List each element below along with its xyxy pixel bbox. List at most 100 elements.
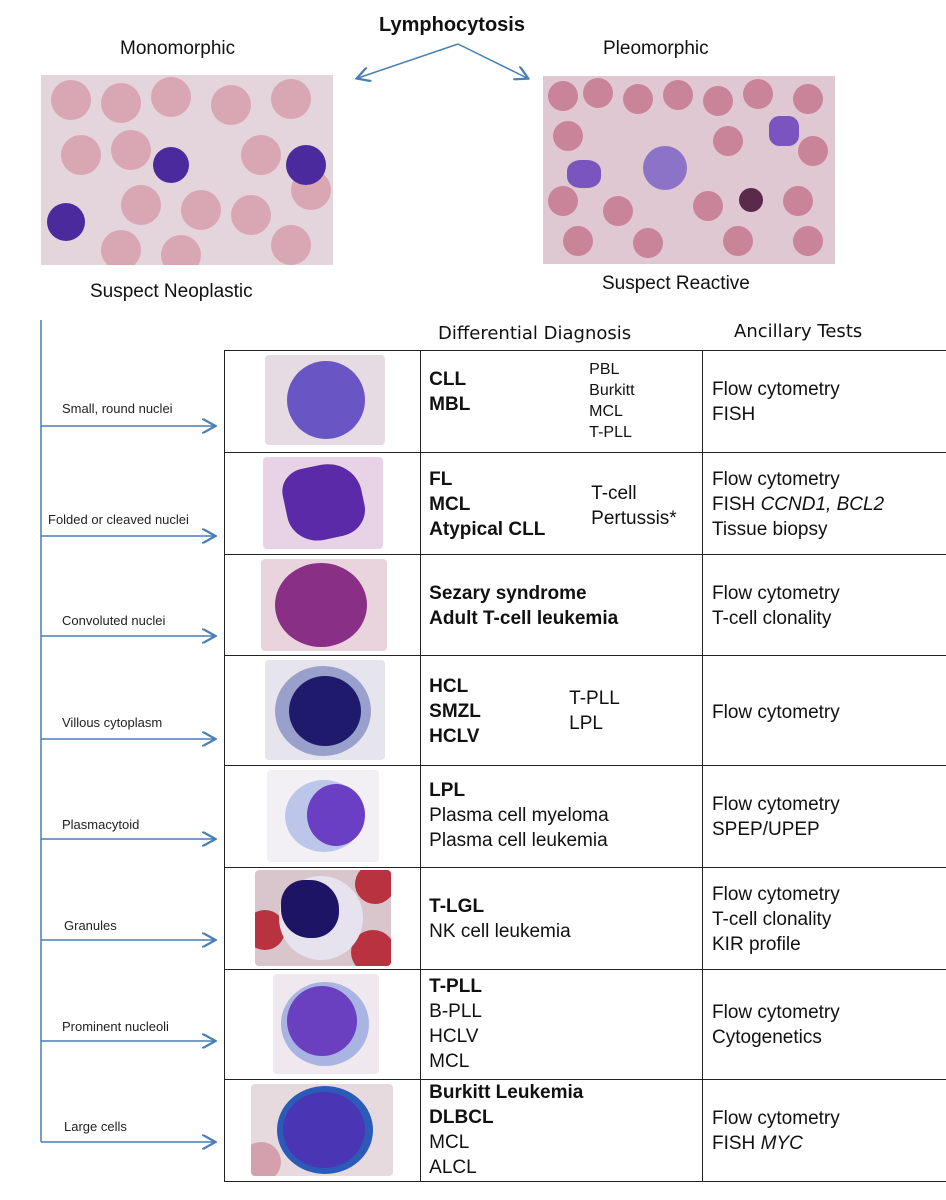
small-round-nuclei-cell-image bbox=[265, 355, 385, 445]
feature-label-folded-cleaved-nuclei: Folded or cleaved nuclei bbox=[48, 512, 189, 527]
branch-arrows bbox=[0, 43, 946, 120]
table-row: CLL MBL PBL Burkitt MCL T-PLL Flow cytom… bbox=[223, 350, 946, 453]
feature-label-small-round-nuclei: Small, round nuclei bbox=[62, 401, 173, 416]
ancillary-test: Flow cytometry bbox=[712, 794, 840, 815]
table-row: T-LGL NK cell leukemia Flow cytometry T-… bbox=[223, 867, 946, 970]
tests-cell: Flow cytometry bbox=[702, 655, 946, 766]
diagnosis-secondary: Plasma cell leukemia bbox=[429, 830, 608, 851]
diagnosis-alternate: T-cell bbox=[591, 483, 637, 504]
ancillary-test-prefix: FISH bbox=[712, 1133, 761, 1154]
diagnosis-cell: Sezary syndrome Adult T-cell leukemia bbox=[420, 554, 703, 656]
pleomorphic-caption: Suspect Reactive bbox=[602, 273, 750, 294]
ancillary-test: Flow cytometry bbox=[712, 1002, 840, 1023]
diagnosis-primary: HCLV bbox=[429, 726, 480, 747]
cell-image-cell bbox=[223, 1079, 422, 1182]
ancillary-test-fish: FISH CCND1, BCL2 bbox=[712, 492, 884, 517]
ancillary-test: FISH bbox=[712, 404, 756, 425]
tests-cell: Flow cytometry FISH bbox=[702, 350, 946, 453]
tests-cell: Flow cytometry FISH MYC bbox=[702, 1079, 946, 1182]
table-row: Burkitt Leukemia DLBCL MCL ALCL Flow cyt… bbox=[223, 1079, 946, 1182]
ancillary-test: KIR profile bbox=[712, 934, 801, 955]
diagnosis-primary: Burkitt Leukemia bbox=[429, 1082, 584, 1103]
ancillary-test: Flow cytometry bbox=[712, 1108, 840, 1129]
feature-label-convoluted-nuclei: Convoluted nuclei bbox=[62, 613, 166, 628]
pleomorphic-label: Pleomorphic bbox=[603, 38, 709, 59]
diagnosis-cell: T-LGL NK cell leukemia bbox=[420, 867, 703, 970]
ancillary-test: T-cell clonality bbox=[712, 608, 832, 629]
diagnosis-alternate: LPL bbox=[569, 713, 603, 734]
table-row: T-PLL B-PLL HCLV MCL Flow cytometry Cyto… bbox=[223, 969, 946, 1080]
diagnosis-secondary: HCLV bbox=[429, 1026, 479, 1047]
tests-cell: Flow cytometry T-cell clonality KIR prof… bbox=[702, 867, 946, 970]
ancillary-test-fish: FISH MYC bbox=[712, 1131, 840, 1156]
cell-image-cell bbox=[223, 655, 422, 766]
header-ancillary-tests: Ancillary Tests bbox=[734, 321, 863, 342]
diagnosis-alternate: T-PLL bbox=[569, 688, 620, 709]
ancillary-test-gene: CCND1, BCL2 bbox=[760, 494, 885, 515]
monomorphic-label: Monomorphic bbox=[120, 38, 236, 59]
diagnosis-primary: DLBCL bbox=[429, 1107, 494, 1128]
cell-image-cell bbox=[223, 350, 422, 453]
diagnosis-primary: LPL bbox=[429, 780, 466, 801]
diagnosis-alternate: MCL bbox=[589, 403, 623, 420]
ancillary-test: T-cell clonality bbox=[712, 909, 832, 930]
header-differential-diagnosis: Differential Diagnosis bbox=[438, 323, 632, 344]
diagnosis-primary: T-LGL bbox=[429, 896, 485, 917]
diagnosis-primary: MCL bbox=[429, 494, 471, 515]
diagnosis-secondary: MCL bbox=[429, 1132, 470, 1153]
cell-image-cell bbox=[223, 452, 422, 555]
tests-cell: Flow cytometry Cytogenetics bbox=[702, 969, 946, 1080]
granules-cell-image bbox=[255, 870, 391, 966]
villous-cytoplasm-cell-image bbox=[265, 660, 385, 760]
page-title: Lymphocytosis bbox=[379, 14, 525, 36]
diagnosis-alternate: T-PLL bbox=[589, 424, 632, 441]
cell-image-cell bbox=[223, 554, 422, 656]
diagnosis-secondary: B-PLL bbox=[429, 1001, 482, 1022]
diagnosis-secondary: Plasma cell myeloma bbox=[429, 805, 609, 826]
diagnosis-cell: LPL Plasma cell myeloma Plasma cell leuk… bbox=[420, 765, 703, 868]
diagnosis-secondary: MCL bbox=[429, 1051, 470, 1072]
ancillary-test: Flow cytometry bbox=[712, 884, 840, 905]
diagnosis-primary: T-PLL bbox=[429, 976, 482, 997]
diagnosis-primary: CLL bbox=[429, 369, 467, 390]
convoluted-nuclei-cell-image bbox=[261, 559, 387, 651]
diagnosis-primary: Atypical CLL bbox=[429, 519, 546, 540]
diagnosis-primary: HCL bbox=[429, 676, 469, 697]
tests-cell: Flow cytometry FISH CCND1, BCL2 Tissue b… bbox=[702, 452, 946, 555]
folded-nuclei-cell-image bbox=[263, 457, 383, 549]
cell-image-cell bbox=[223, 867, 422, 970]
table-row: Sezary syndrome Adult T-cell leukemia Fl… bbox=[223, 554, 946, 656]
diagnosis-primary: Sezary syndrome bbox=[429, 583, 587, 604]
pleomorphic-smear-image bbox=[543, 76, 835, 264]
differential-diagnosis-table: CLL MBL PBL Burkitt MCL T-PLL Flow cytom… bbox=[223, 350, 946, 1182]
diagnosis-alternate: Burkitt bbox=[589, 382, 635, 399]
cell-image-cell bbox=[223, 969, 422, 1080]
prominent-nucleoli-cell-image bbox=[273, 974, 379, 1074]
diagnosis-alternate: PBL bbox=[589, 361, 620, 378]
table-row: FL MCL Atypical CLL T-cell Pertussis* Fl… bbox=[223, 452, 946, 555]
tests-cell: Flow cytometry T-cell clonality bbox=[702, 554, 946, 656]
diagnosis-alternate: Pertussis* bbox=[591, 508, 677, 529]
diagnosis-cell: Burkitt Leukemia DLBCL MCL ALCL bbox=[420, 1079, 703, 1182]
diagnosis-cell: HCL SMZL HCLV T-PLL LPL bbox=[420, 655, 703, 766]
monomorphic-caption: Suspect Neoplastic bbox=[90, 281, 253, 302]
ancillary-test: Flow cytometry bbox=[712, 702, 840, 723]
diagnosis-cell: CLL MBL PBL Burkitt MCL T-PLL bbox=[420, 350, 703, 453]
diagnosis-cell: T-PLL B-PLL HCLV MCL bbox=[420, 969, 703, 1080]
feature-label-large-cells: Large cells bbox=[64, 1119, 127, 1134]
feature-label-prominent-nucleoli: Prominent nucleoli bbox=[62, 1019, 169, 1034]
diagnosis-primary: SMZL bbox=[429, 701, 481, 722]
plasmacytoid-cell-image bbox=[267, 770, 379, 862]
ancillary-test-gene: MYC bbox=[760, 1133, 803, 1154]
cell-image-cell bbox=[223, 765, 422, 868]
ancillary-test-prefix: FISH bbox=[712, 494, 761, 515]
ancillary-test: Flow cytometry bbox=[712, 379, 840, 400]
diagnosis-primary: MBL bbox=[429, 394, 471, 415]
ancillary-test: SPEP/UPEP bbox=[712, 819, 820, 840]
ancillary-test: Tissue biopsy bbox=[712, 519, 828, 540]
ancillary-test: Flow cytometry bbox=[712, 583, 840, 604]
monomorphic-smear-image bbox=[41, 75, 333, 265]
feature-arrows bbox=[40, 320, 230, 1200]
feature-label-granules: Granules bbox=[64, 918, 117, 933]
large-cells-cell-image bbox=[251, 1084, 393, 1176]
